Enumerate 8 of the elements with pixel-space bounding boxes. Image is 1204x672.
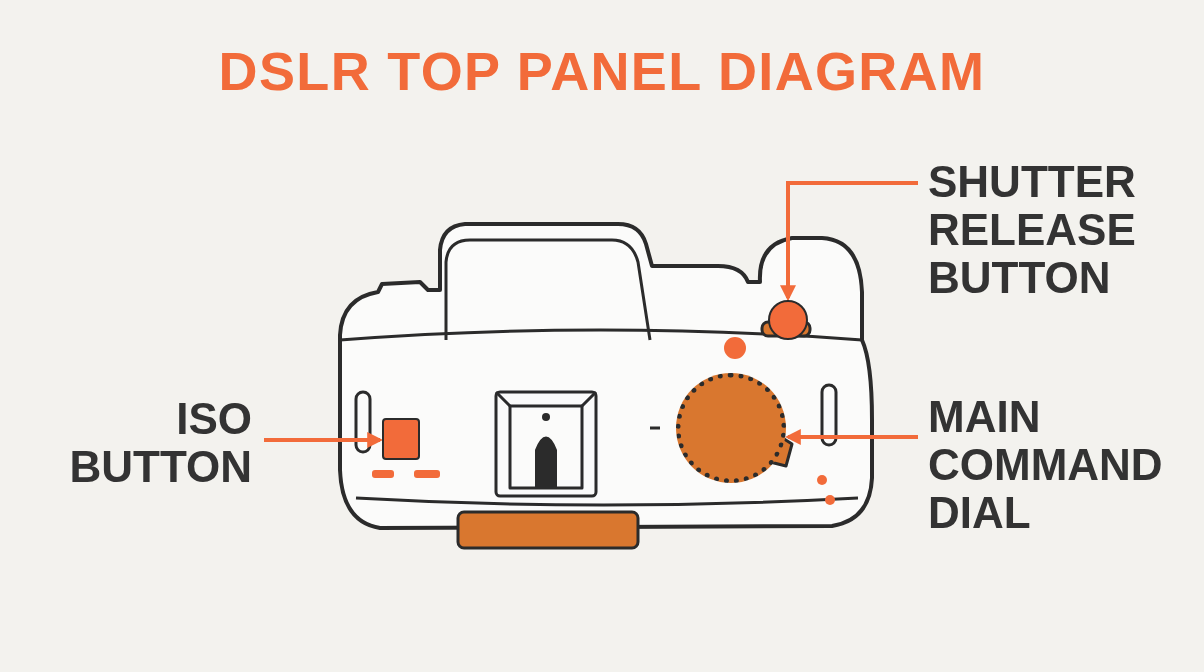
diagram-title: DSLR TOP PANEL DIAGRAM — [218, 44, 986, 98]
callout-label: ISO BUTTON — [40, 395, 252, 491]
leader-arrow — [780, 181, 918, 302]
leader-arrow — [264, 432, 384, 448]
square-button — [382, 418, 420, 460]
callout-label: MAIN COMMAND DIAL — [928, 393, 1188, 537]
leader-arrow — [784, 429, 918, 445]
callout-label: SHUTTER RELEASE BUTTON — [928, 158, 1168, 302]
